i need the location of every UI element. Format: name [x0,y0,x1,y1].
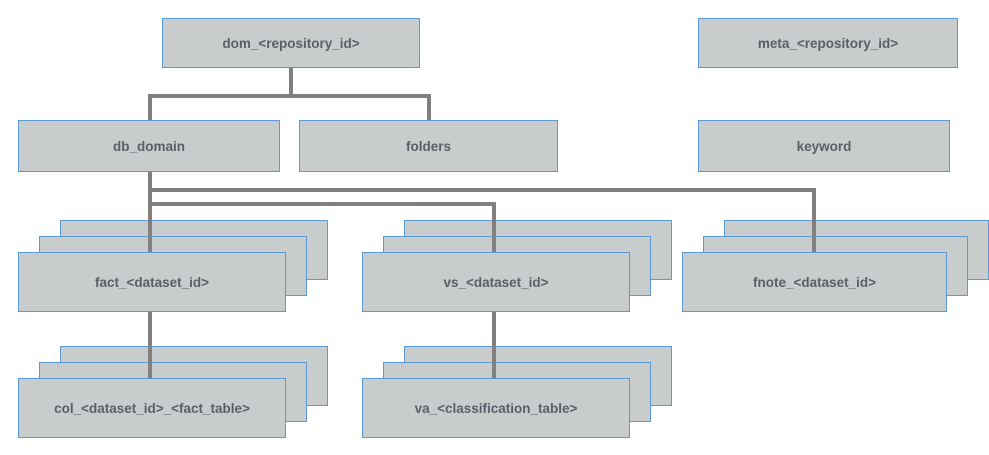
stack-sheet-front: va_<classification_table> [362,378,630,438]
edge-db-domain-to-vs-horizontal [148,202,496,206]
node-db-domain[interactable]: db_domain [18,120,280,172]
node-fact-dataset-id-stack[interactable]: fact_<dataset_id> [18,220,328,312]
node-label: dom_<repository_id> [222,35,360,51]
stack-sheet-front: fnote_<dataset_id> [682,252,947,312]
node-col-dataset-id-fact-table-stack[interactable]: col_<dataset_id>_<fact_table> [18,346,328,438]
node-folders[interactable]: folders [299,120,558,172]
edge-dom-to-db-domain [148,94,152,122]
edge-dom-to-folders [427,94,431,122]
node-dom-repository-id[interactable]: dom_<repository_id> [162,18,420,68]
node-label: db_domain [112,138,185,154]
stack-sheet-front: vs_<dataset_id> [362,252,630,312]
node-keyword[interactable]: keyword [698,120,950,172]
edge-dom-stem [289,68,293,98]
stack-sheet-front: col_<dataset_id>_<fact_table> [18,378,286,438]
node-label: keyword [796,138,852,154]
node-label: meta_<repository_id> [757,35,899,51]
node-va-classification-table-stack[interactable]: va_<classification_table> [362,346,672,438]
node-meta-repository-id[interactable]: meta_<repository_id> [698,18,958,68]
node-vs-dataset-id-stack[interactable]: vs_<dataset_id> [362,220,672,312]
node-label: fact_<dataset_id> [94,274,210,290]
edge-db-domain-to-fnote-horizontal [148,188,816,192]
node-label: fnote_<dataset_id> [752,274,877,290]
node-label: va_<classification_table> [414,400,578,416]
edge-dom-crossbar [148,94,431,98]
stack-sheet-front: fact_<dataset_id> [18,252,286,312]
node-label: col_<dataset_id>_<fact_table> [54,400,250,416]
node-label: folders [405,138,451,154]
node-fnote-dataset-id-stack[interactable]: fnote_<dataset_id> [682,220,989,312]
node-label: vs_<dataset_id> [443,274,549,290]
